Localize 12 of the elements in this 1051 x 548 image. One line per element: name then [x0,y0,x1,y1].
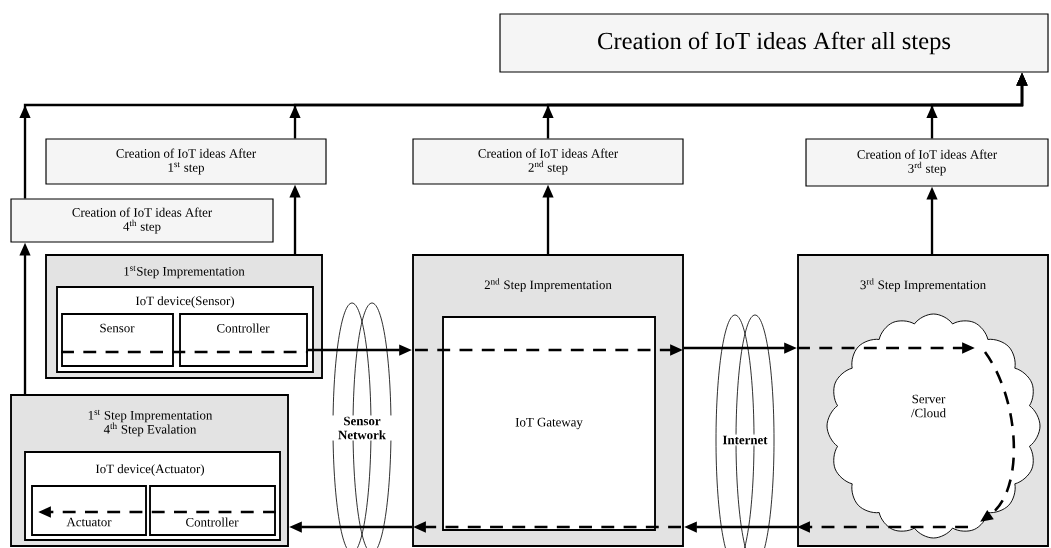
component-box: Actuator [31,485,147,536]
idea-box: Creation of IoT ideas After 2$^{nd}$ step [412,138,684,185]
idea-box: Creation of IoT ideas After 4$^{th}$ step [10,198,274,243]
component-box: Sensor [61,313,174,367]
network-label: Internet [721,434,769,446]
network-label: Sensor Network [329,415,395,441]
component-box: Controller [179,313,308,367]
component-box: IoT Gateway [442,316,656,531]
idea-box: Creation of IoT ideas After 3$^{rd}$ step [805,138,1049,187]
idea-box: Creation of IoT ideas After 1$^{st}$ step [45,138,327,185]
component-box: Controller [149,485,276,536]
idea-box: Creation of IoT ideas After all steps [499,13,1049,73]
